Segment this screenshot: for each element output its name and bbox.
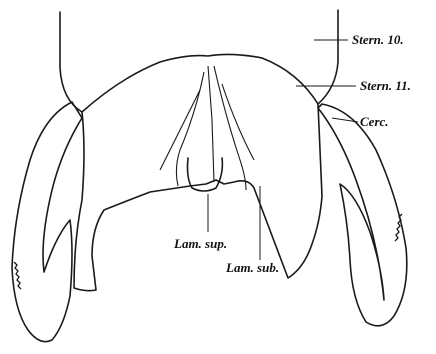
cercus-left-serration <box>14 262 21 289</box>
sternite-11-plate <box>74 54 322 290</box>
cercus-right <box>318 104 407 326</box>
label-stern11: Stern. 11. <box>360 78 411 93</box>
label-lam-sub: Lam. sub. <box>225 260 279 275</box>
label-lam-sup: Lam. sup. <box>173 236 227 251</box>
label-stern10: Stern. 10. <box>352 32 404 47</box>
cercus-right-serration <box>395 214 402 241</box>
lamina-folds <box>160 66 254 190</box>
sternite-10-outline <box>60 10 338 112</box>
cercus-left <box>12 102 82 342</box>
label-cerc: Cerc. <box>360 114 389 129</box>
